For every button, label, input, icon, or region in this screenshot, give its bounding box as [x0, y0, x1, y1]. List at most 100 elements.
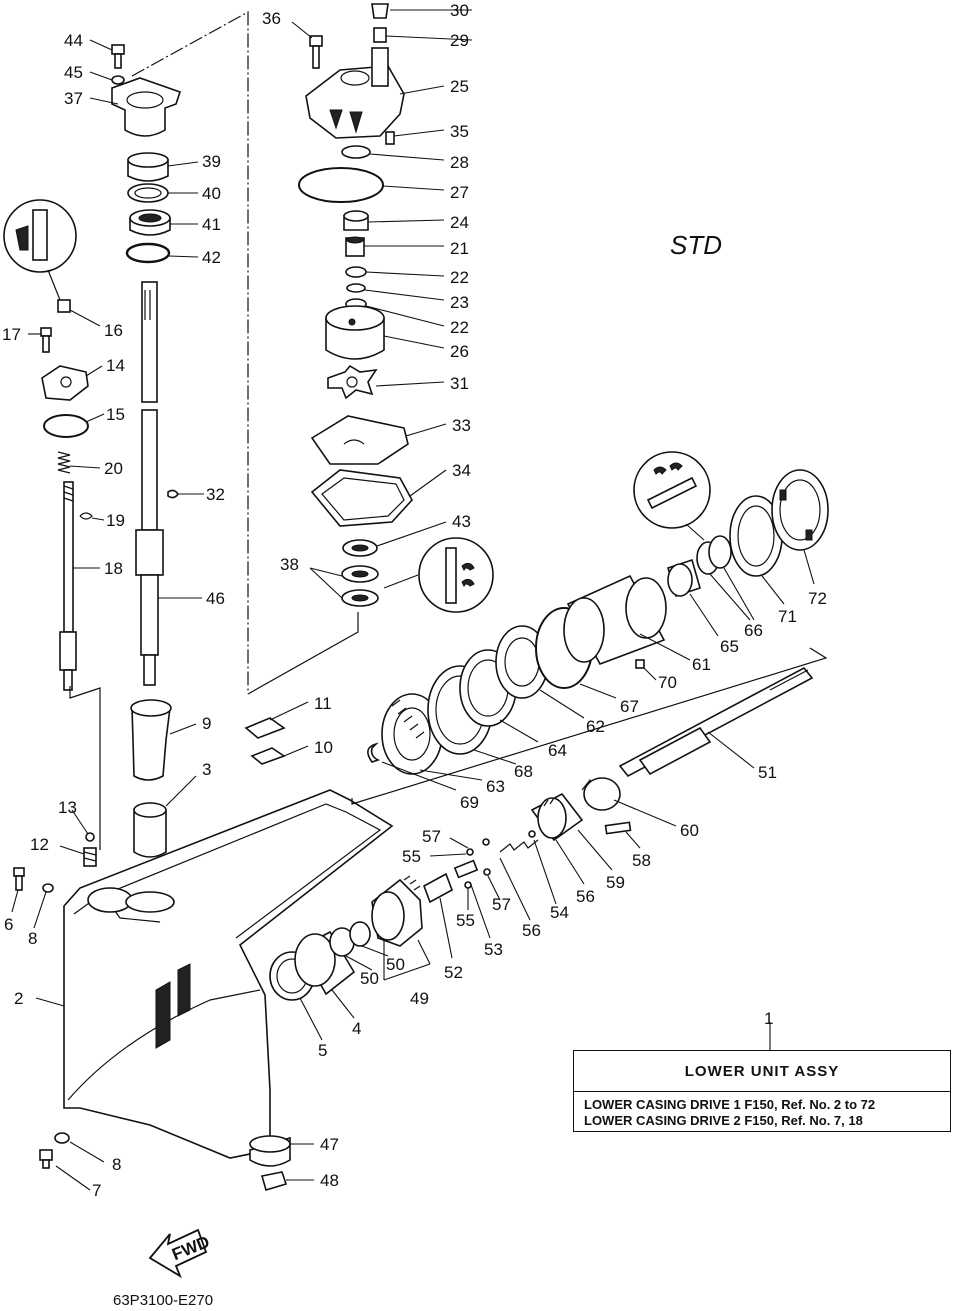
callout-18: 18	[104, 559, 123, 578]
detail-callout-circle-cc	[633, 451, 711, 541]
part-34-gasket	[310, 469, 413, 527]
part-66-oil-seals	[696, 535, 732, 575]
callout-26: 26	[450, 342, 469, 361]
callout-1: 1	[764, 1009, 773, 1028]
callout-6: 6	[4, 915, 13, 934]
callout-40: 40	[202, 184, 221, 203]
callout-36: 36	[262, 9, 281, 28]
callout-30: 30	[450, 1, 469, 20]
callout-56a: 56	[522, 921, 541, 940]
part-48-nut	[260, 1171, 288, 1191]
callout-58: 58	[632, 851, 651, 870]
callout-56b: 56	[576, 887, 595, 906]
callout-49: 49	[410, 989, 429, 1008]
part-72-ring-nut	[771, 469, 829, 551]
part-17-bolt	[40, 327, 52, 353]
part-45-washer	[111, 75, 125, 85]
callout-32: 32	[206, 485, 225, 504]
callout-27: 27	[450, 183, 469, 202]
part-31-impeller	[327, 364, 378, 400]
part-59-dog-clutch	[530, 792, 584, 842]
part-27-o-ring	[298, 167, 384, 203]
callout-28: 28	[450, 153, 469, 172]
callout-70: 70	[658, 673, 677, 692]
callout-43: 43	[452, 512, 471, 531]
callout-21: 21	[450, 239, 469, 258]
legend-divider	[574, 1091, 950, 1092]
std-label: STD	[670, 230, 722, 260]
assembly-line-1: LOWER CASING DRIVE 1 F150, Ref. No. 2 to…	[584, 1097, 876, 1112]
callout-16: 16	[104, 321, 123, 340]
part-25-pump-housing	[305, 47, 405, 139]
diagram-code: 63P3100-E270	[113, 1292, 214, 1309]
callout-9: 9	[202, 714, 211, 733]
part-47-pinion-gear	[249, 1135, 291, 1167]
part-35-pin	[385, 131, 395, 145]
part-37-bearing-housing	[111, 77, 182, 137]
part-13-plug	[85, 832, 95, 842]
callout-35: 35	[450, 122, 469, 141]
part-36-bolt	[309, 35, 323, 69]
callout-13: 13	[58, 798, 77, 817]
part-54-pin	[528, 830, 536, 838]
callout-54: 54	[550, 903, 569, 922]
callout-8a: 8	[28, 929, 37, 948]
part-10-plate	[250, 747, 286, 765]
callout-55a: 55	[402, 847, 421, 866]
callout-37: 37	[64, 89, 83, 108]
callout-47: 47	[320, 1135, 339, 1154]
callout-22a: 22	[450, 268, 469, 287]
callout-62: 62	[586, 717, 605, 736]
assembly-line-2: LOWER CASING DRIVE 2 F150, Ref. No. 7, 1…	[584, 1113, 863, 1128]
part-22-washer-a	[345, 266, 367, 278]
callout-11: 11	[314, 694, 332, 713]
callout-67: 67	[620, 697, 639, 716]
part-11-plate	[244, 717, 286, 739]
part-8-washer-a	[42, 883, 54, 893]
callout-17: 17	[2, 325, 21, 344]
callout-57a: 57	[422, 827, 441, 846]
part-7-bolt	[39, 1149, 53, 1169]
part-44-bolt	[111, 44, 125, 69]
callout-24: 24	[450, 213, 469, 232]
callout-8b: 8	[112, 1155, 121, 1174]
callout-7: 7	[92, 1181, 101, 1200]
part-28-o-ring	[341, 145, 371, 159]
leader-lines	[11, 9, 815, 1191]
part-43-seal	[342, 539, 378, 557]
callout-29: 29	[450, 31, 469, 50]
assembly-legend: LOWER UNIT ASSY LOWER CASING DRIVE 1 F15…	[573, 1050, 951, 1132]
callout-25: 25	[450, 77, 469, 96]
part-39-bearing	[127, 152, 169, 182]
callout-19: 19	[106, 511, 125, 530]
part-23-washer	[346, 283, 366, 293]
part-65-needle-bearing	[667, 558, 701, 598]
callout-68: 68	[514, 762, 533, 781]
callout-52: 52	[444, 963, 463, 982]
detail-callout-circle-left	[3, 199, 77, 301]
part-14-bracket	[41, 365, 89, 401]
part-38-oil-seals	[341, 565, 379, 607]
part-9-sleeve	[130, 699, 172, 781]
part-8-washer-b	[54, 1132, 70, 1144]
part-3-bearing	[133, 802, 167, 858]
callout-31: 31	[450, 374, 469, 393]
callout-3: 3	[202, 760, 211, 779]
callout-50b: 50	[386, 955, 405, 974]
part-4-bearing-race	[294, 930, 356, 996]
callout-57b: 57	[492, 895, 511, 914]
callout-12: 12	[30, 835, 49, 854]
callout-61: 61	[692, 655, 711, 674]
part-46-drive-shaft	[135, 281, 164, 686]
assembly-title: LOWER UNIT ASSY	[684, 1063, 840, 1080]
detail-callout-circle-seal	[383, 537, 494, 613]
callout-38: 38	[280, 555, 299, 574]
part-21-insert	[345, 236, 365, 257]
callout-22b: 22	[450, 318, 469, 337]
callout-labels: 44 45 37 39 40 41 42 16 17 14 15 20 19 1…	[2, 1, 827, 1200]
part-42-o-ring	[125, 242, 171, 264]
part-50-bearings	[329, 921, 371, 957]
part-69-circlip	[367, 742, 381, 763]
part-24-seal	[343, 210, 369, 231]
